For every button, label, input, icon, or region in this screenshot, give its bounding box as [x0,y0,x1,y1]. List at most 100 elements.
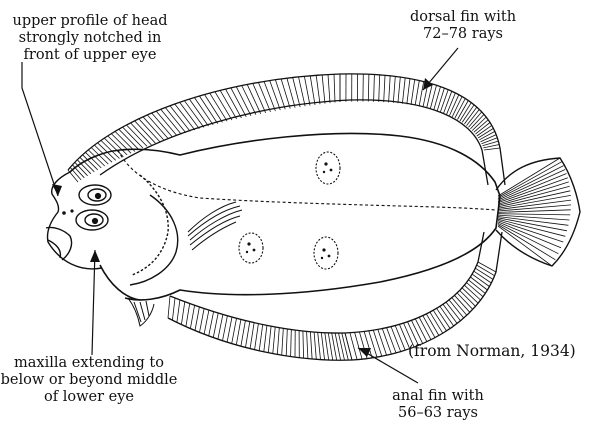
fin-ray [342,333,349,360]
fin-ray [310,76,315,105]
fin-ray [402,78,405,104]
arrowheads [52,78,433,357]
fin-ray [286,329,287,356]
fish-head [46,172,178,285]
fin-ray [373,330,382,356]
fin-ray [325,333,329,360]
fin-ray [374,75,375,102]
fin-ray [181,302,184,325]
fin-ray [195,307,199,331]
fin-ray [190,305,194,328]
maxilla-line-1: maxilla extending to [0,355,178,372]
fin-ray [259,325,263,351]
dorsal-fin-line-1: dorsal fin with [398,9,528,26]
anal-fin-line-1: anal fin with [381,388,495,405]
fin-ray [156,111,177,136]
fin-ray [437,88,444,111]
fin-ray [318,332,321,359]
fin-ray [316,75,320,104]
fin-ray [322,75,325,104]
tail-ray [498,174,567,202]
fin-ray [247,84,261,113]
fin-ray [127,125,148,146]
fin-ray [321,333,324,360]
fin-ray [299,77,306,106]
fin-ray [131,123,152,145]
fin-ray [189,99,208,126]
fin-ray [398,77,400,103]
fin-ray [281,79,290,109]
fin-ray [204,310,209,334]
maxilla-label: maxilla extending to below or beyond mid… [0,355,178,406]
fin-ray [378,329,387,355]
fin-ray [119,129,139,150]
fin-ray [177,300,180,323]
fin-ray [393,76,395,102]
fin-ray [314,332,316,359]
fin-ray [270,81,281,111]
fin-ray [304,76,310,105]
body-spots [239,152,340,269]
fin-ray [368,74,369,101]
fin-ray [310,332,312,359]
head-profile-line-2: strongly notched in [2,30,178,47]
fin-ray [175,104,195,130]
fin-ray [123,127,143,148]
fin-ray [172,298,175,320]
fin-ray [389,76,391,103]
fin-ray [209,312,214,336]
fin-ray [407,79,410,105]
fin-ray [268,326,271,353]
tail-ray [498,170,565,201]
fin-ray [264,325,267,351]
fin-ray [147,115,168,139]
spot-centers [246,162,333,259]
fin-ray [411,80,415,105]
fish-body [70,133,500,300]
fin-ray [415,319,427,342]
fin-ray [415,81,419,106]
fin-ray [273,327,275,354]
anal-fin-label: anal fin with 56–63 rays [381,388,495,421]
dorsal-fin-line-2: 72–78 rays [398,26,528,43]
fin-ray [291,330,292,357]
maxilla-leader [92,250,95,355]
fin-ray [168,296,170,318]
upper-eye [79,185,111,205]
pelvic-fin [128,298,154,326]
fin-ray [382,329,391,355]
fin-ray [379,75,380,102]
head-profile-leader [22,62,58,196]
head-profile-label: upper profile of head strongly notched i… [2,13,178,64]
fin-ray [184,101,204,128]
fin-ray [478,262,496,272]
dorsal-fin-label: dorsal fin with 72–78 rays [398,9,528,43]
fin-ray [307,331,308,358]
fin-ray [328,75,330,104]
tail-ray [498,214,570,215]
fin-ray [434,87,441,110]
fin-ray [264,81,275,111]
fin-ray [180,102,200,128]
source-credit: (from Norman, 1934) [408,343,598,360]
fin-ray [101,140,120,158]
fin-ray [139,119,160,142]
fin-ray [282,328,284,355]
fin-ray [482,138,498,144]
head-profile-line-1: upper profile of head [2,13,178,30]
fin-ray [152,113,173,137]
fin-outlines [68,74,505,360]
fin-ray [186,304,190,327]
fin-ray [72,165,84,178]
fin-ray [253,83,266,112]
fin-ray [303,331,304,358]
fin-ray [250,323,254,349]
fin-ray [334,74,335,102]
fin-ray [227,317,232,342]
fin-ray [484,148,500,150]
fin-ray [218,314,223,339]
lower-eye [76,210,108,230]
fin-ray [246,322,250,348]
fin-ray [255,324,259,350]
pectoral-fin [188,202,242,250]
